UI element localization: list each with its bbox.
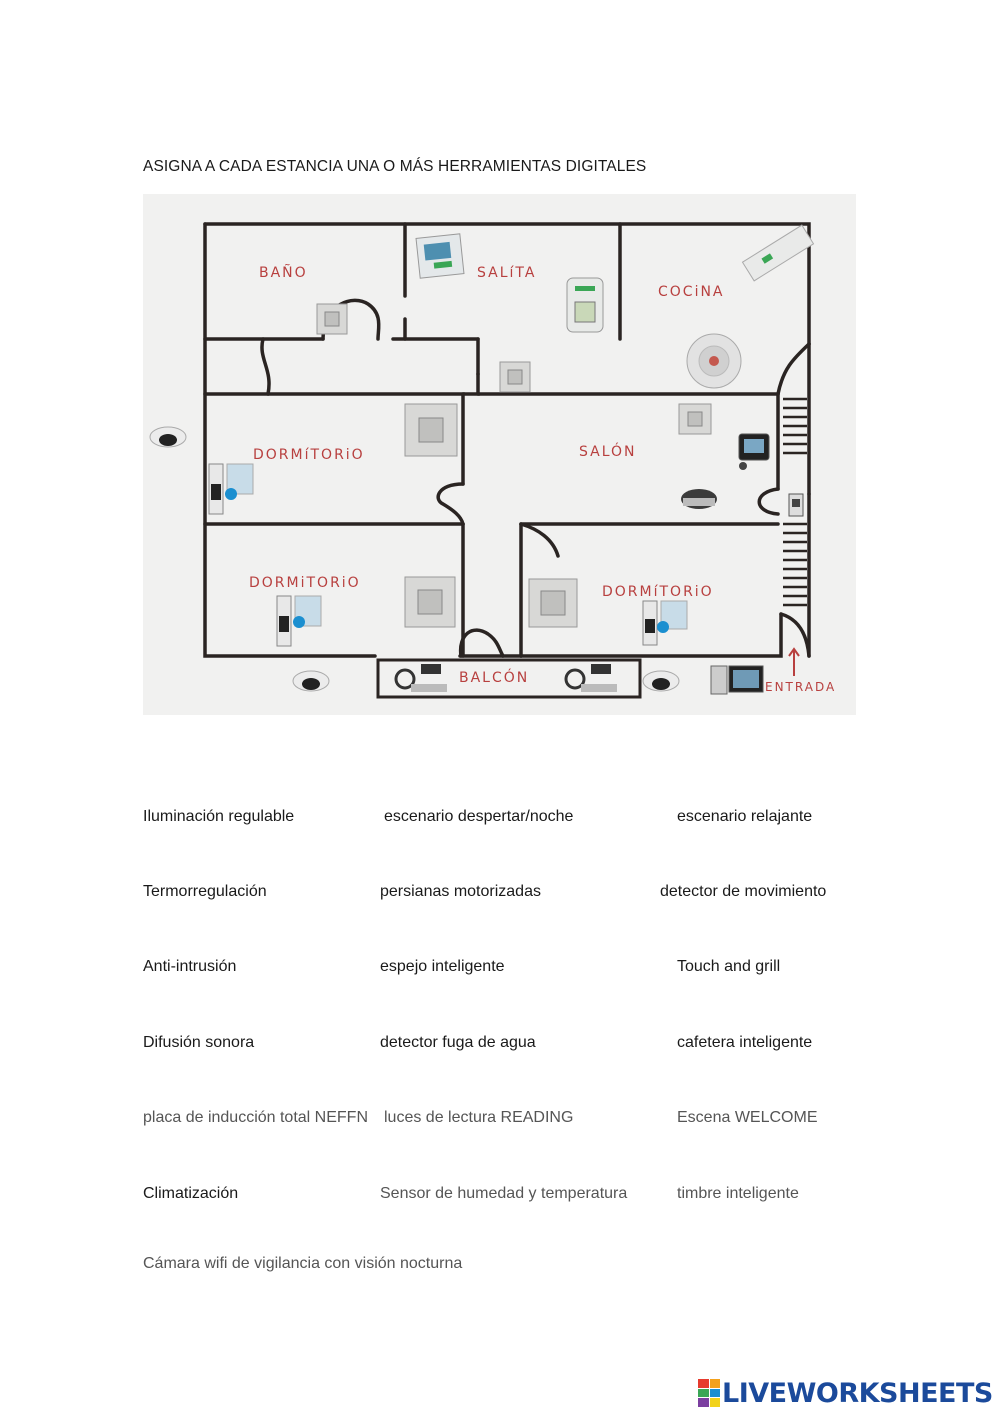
option-persianas-motorizadas: persianas motorizadas — [380, 883, 541, 900]
irrigation-kit-icon — [394, 664, 447, 692]
door-monitor-icon — [710, 665, 764, 695]
video-intercom-icon — [738, 433, 770, 470]
option-escenario-relajante: escenario relajante — [677, 808, 813, 825]
room-label-dormitorio-3: DORMíTORiO — [602, 584, 714, 600]
dome-camera-icon — [292, 670, 330, 692]
light-switch-icon — [316, 303, 348, 335]
room-label-balcon: BALCÓN — [459, 668, 529, 686]
room-label-dormitorio-1: DORMíTORiO — [253, 447, 365, 463]
option-espejo-inteligente: espejo inteligente — [380, 958, 505, 975]
light-switch-icon — [678, 403, 712, 435]
room-label-entrada: ENTRADA — [765, 680, 836, 694]
option-sensor-humedad-temperatura: Sensor de humedad y temperatura — [380, 1185, 628, 1202]
light-switch-icon — [528, 578, 578, 628]
liveworksheets-logo: LIVEWORKSHEETS — [698, 1376, 993, 1410]
blind-controller-icon — [276, 595, 322, 647]
option-climatizacion: Climatización — [143, 1185, 239, 1202]
outer-wall-left — [203, 222, 377, 658]
room-label-salita: SALíTA — [477, 265, 536, 281]
option-escena-welcome: Escena WELCOME — [677, 1109, 818, 1126]
router-icon — [741, 224, 815, 282]
blind-controller-icon — [642, 600, 688, 646]
floor-plan: BAÑO SALíTA COCiNA DORMíTORiO SALÓN DORM… — [143, 194, 856, 715]
option-termorregulacion: Termorregulación — [143, 883, 267, 900]
liveworksheets-logo-mark-icon — [698, 1379, 720, 1407]
irrigation-kit-icon — [564, 664, 617, 692]
dome-camera-icon — [149, 426, 187, 448]
light-switch-icon — [499, 361, 531, 393]
light-switch-icon — [404, 576, 456, 628]
light-switch-icon — [404, 403, 458, 457]
page-title: ASIGNA A CADA ESTANCIA UNA O MÁS HERRAMI… — [143, 158, 647, 175]
room-label-bano: BAÑO — [259, 264, 308, 281]
option-touch-and-grill: Touch and grill — [677, 958, 781, 975]
option-placa-induccion: placa de inducción total NEFFN — [143, 1109, 368, 1126]
liveworksheets-logo-text: LIVEWORKSHEETS — [722, 1377, 993, 1409]
option-iluminacion-regulable: Iluminación regulable — [143, 808, 295, 825]
entrance-arrow-icon — [788, 647, 800, 676]
option-escenario-despertar-noche: escenario despertar/noche — [384, 808, 574, 825]
floor-plan-drawing: BAÑO SALíTA COCiNA DORMíTORiO SALÓN DORM… — [149, 222, 836, 699]
option-anti-intrusion: Anti-intrusión — [143, 958, 237, 975]
room-label-salon: SALÓN — [579, 442, 637, 460]
option-camara-wifi: Cámara wifi de vigilancia con visión noc… — [143, 1255, 463, 1272]
option-luces-lectura: luces de lectura READING — [384, 1109, 574, 1126]
outer-wall-bottom-right — [519, 612, 783, 658]
dome-camera-icon — [642, 670, 680, 692]
room-label-dormitorio-2: DORMiTORiO — [249, 575, 361, 591]
speaker-icon — [681, 489, 717, 509]
option-timbre-inteligente: timbre inteligente — [677, 1185, 799, 1202]
doorbell-icon — [788, 493, 804, 517]
option-detector-movimiento: detector de movimiento — [660, 883, 827, 900]
room-label-cocina: COCiNA — [658, 284, 725, 300]
option-cafetera-inteligente: cafetera inteligente — [677, 1034, 813, 1051]
option-detector-fuga-agua: detector fuga de agua — [380, 1034, 536, 1051]
blind-controller-icon — [208, 463, 254, 515]
control-panel-icon — [415, 233, 465, 279]
option-difusion-sonora: Difusión sonora — [143, 1034, 255, 1051]
thermostat-icon — [566, 277, 604, 333]
smoke-detector-icon — [686, 333, 742, 389]
